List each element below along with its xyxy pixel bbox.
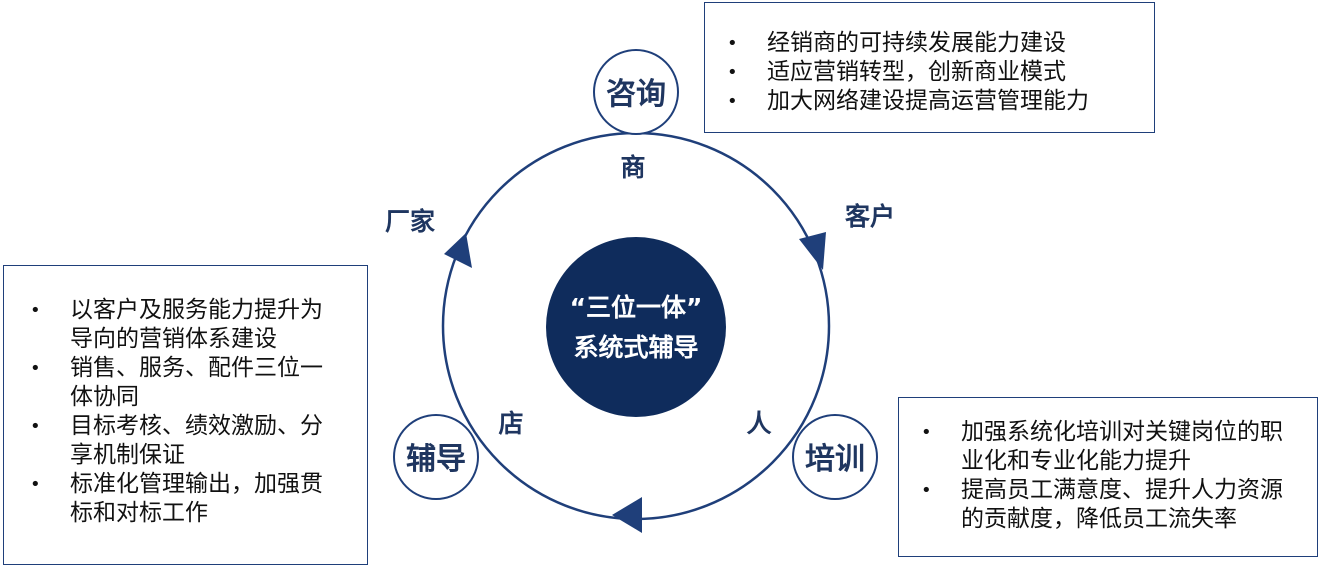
train-item-2-line1: 提高员工满意度、提升人力资源 (961, 477, 1283, 503)
bullet-icon: • (30, 300, 41, 321)
guide-item-4: • 标准化管理输出，加强贯 标和对标工作 (30, 470, 367, 528)
consult-detail-list: • 经销商的可持续发展能力建设 • 适应营销转型，创新商业模式 • 加大网络建设… (727, 29, 1154, 116)
consult-item-2: • 适应营销转型，创新商业模式 (727, 58, 1154, 87)
guide-item-4-line2: 标和对标工作 (70, 500, 208, 526)
train-item-2-line2: 的贡献度，降低员工流失率 (961, 506, 1237, 532)
bullet-icon: • (30, 358, 41, 379)
consult-item-2-text: 适应营销转型，创新商业模式 (767, 59, 1066, 85)
guide-detail-box: • 以客户及服务能力提升为 导向的营销体系建设 • 销售、服务、配件三位一 体协… (3, 265, 368, 565)
guide-item-1-line1: 以客户及服务能力提升为 (70, 297, 323, 323)
train-detail-box: • 加强系统化培训对关键岗位的职 业化和专业化能力提升 • 提高员工满意度、提升… (898, 397, 1318, 557)
center-title-line2: 系统式辅导 (573, 333, 698, 362)
arrow-right-down-icon (799, 232, 826, 270)
guide-item-1-line2: 导向的营销体系建设 (70, 326, 277, 352)
guide-item-4-line1: 标准化管理输出，加强贯 (70, 471, 323, 497)
ring-label-ren: 人 (746, 409, 771, 438)
train-item-1-line2: 业化和专业化能力提升 (961, 448, 1191, 474)
guide-item-2: • 销售、服务、配件三位一 体协同 (30, 354, 367, 412)
guide-item-1: • 以客户及服务能力提升为 导向的营销体系建设 (30, 296, 367, 354)
guide-item-3-line2: 享机制保证 (70, 442, 185, 468)
guide-item-2-line2: 体协同 (70, 384, 139, 410)
consult-item-1-text: 经销商的可持续发展能力建设 (767, 30, 1066, 56)
bullet-icon: • (727, 33, 738, 54)
consult-item-3-text: 加大网络建设提高运营管理能力 (767, 88, 1089, 114)
train-item-1: • 加强系统化培训对关键岗位的职 业化和专业化能力提升 (921, 418, 1317, 476)
ring-label-kehu: 客户 (845, 202, 895, 231)
train-detail-list: • 加强系统化培训对关键岗位的职 业化和专业化能力提升 • 提高员工满意度、提升… (921, 418, 1317, 534)
node-guide-circle (393, 414, 479, 500)
train-item-1-line1: 加强系统化培训对关键岗位的职 (961, 419, 1283, 445)
node-train-label: 培训 (805, 442, 865, 477)
guide-detail-list: • 以客户及服务能力提升为 导向的营销体系建设 • 销售、服务、配件三位一 体协… (30, 296, 367, 528)
ring-label-changjia: 厂家 (385, 207, 435, 236)
consult-detail-box: • 经销商的可持续发展能力建设 • 适应营销转型，创新商业模式 • 加大网络建设… (704, 2, 1155, 133)
guide-item-3: • 目标考核、绩效激励、分 享机制保证 (30, 412, 367, 470)
node-guide-label: 辅导 (406, 442, 466, 477)
train-item-2: • 提高员工满意度、提升人力资源 的贡献度，降低员工流失率 (921, 476, 1317, 534)
guide-item-2-line1: 销售、服务、配件三位一 (70, 355, 323, 381)
consult-item-1: • 经销商的可持续发展能力建设 (727, 29, 1154, 58)
bullet-icon: • (921, 480, 932, 501)
consult-item-3: • 加大网络建设提高运营管理能力 (727, 87, 1154, 116)
ring-label-shang: 商 (620, 153, 645, 182)
center-title-line1: “三位一体” (570, 293, 703, 322)
arrow-bottom-left-icon (612, 497, 642, 533)
center-circle (546, 237, 726, 417)
ring-label-dian: 店 (498, 409, 523, 438)
node-consult-circle (593, 49, 679, 135)
guide-item-3-line1: 目标考核、绩效激励、分 (70, 413, 323, 439)
arrow-left-up-icon (444, 233, 472, 268)
bullet-icon: • (30, 416, 41, 437)
bullet-icon: • (727, 62, 738, 83)
node-consult-label: 咨询 (606, 77, 666, 112)
bullet-icon: • (30, 474, 41, 495)
node-train-circle (792, 414, 878, 500)
bullet-icon: • (727, 91, 738, 112)
bullet-icon: • (921, 422, 932, 443)
